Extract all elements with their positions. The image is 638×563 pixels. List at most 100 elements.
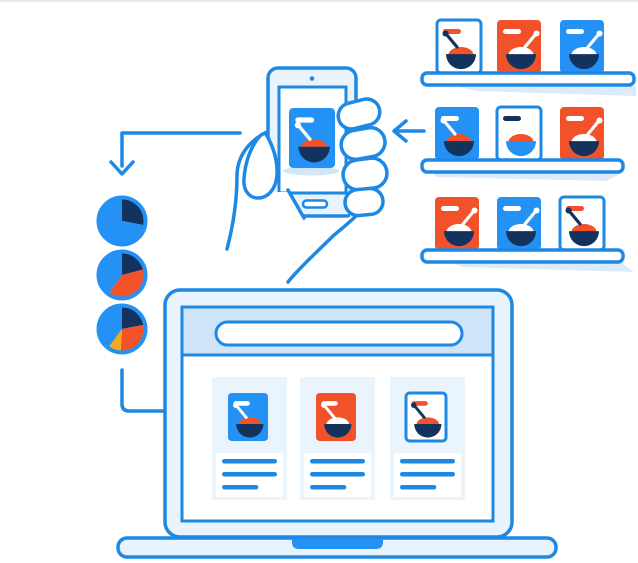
thumb: [242, 131, 279, 200]
cereal-mound: [508, 223, 534, 232]
browser-search-bar[interactable]: [214, 320, 464, 347]
bowl: [569, 231, 599, 247]
top-border-line: [0, 0, 638, 2]
product-card[interactable]: [390, 377, 465, 500]
phone-screen-product-card: [289, 108, 335, 168]
pie-charts: [96, 195, 148, 355]
bowl: [324, 423, 352, 438]
cereal-mound: [446, 223, 472, 232]
spoon-icon: [533, 207, 540, 214]
spoon-handle: [586, 33, 600, 49]
box-label-stripe: [503, 206, 521, 211]
spoon-icon: [411, 402, 417, 408]
shelf-2-boxes: [435, 105, 604, 162]
pie-slice-yellow: [108, 329, 122, 353]
spoon-icon: [596, 117, 603, 124]
cereal-mound: [571, 223, 597, 232]
spoon-handle: [235, 405, 248, 419]
shelf-3-board: [420, 248, 625, 264]
spoon-icon: [233, 402, 239, 408]
box-label-stripe: [441, 206, 459, 211]
cereal-mound: [508, 133, 534, 142]
bowl: [414, 423, 442, 438]
cereal-box: [228, 393, 268, 441]
spoon-icon: [440, 117, 447, 124]
pie-chart: [96, 195, 148, 247]
cereal-mound: [326, 417, 350, 425]
cereal-mound: [416, 417, 440, 425]
shelf-2-shadow: [435, 173, 622, 181]
card-text-line: [310, 459, 365, 464]
shelf-2: [420, 105, 625, 181]
bowl: [569, 141, 599, 157]
spoon-handle: [297, 125, 312, 141]
spoon-handle: [323, 405, 336, 419]
spoon-icon: [596, 30, 603, 37]
bowl: [506, 231, 536, 247]
cereal-box: [560, 107, 604, 160]
arrow-head-down-icon: [109, 160, 135, 176]
bowl: [506, 54, 536, 70]
cereal-box: [558, 195, 606, 252]
spoon-icon: [294, 121, 302, 129]
spoon-icon: [442, 30, 449, 37]
cereal-box: [404, 391, 448, 443]
cereal-box: [316, 393, 356, 441]
pie-slice-navy: [122, 305, 146, 329]
bowl: [569, 54, 599, 70]
card-text-line: [310, 472, 365, 477]
product-card[interactable]: [212, 377, 287, 500]
spoon-icon: [321, 402, 327, 408]
card-text-line: [400, 459, 455, 464]
card-text-line: [222, 485, 259, 490]
spoon-handle: [523, 33, 537, 49]
card-text-line: [400, 485, 437, 490]
cereal-box: [495, 105, 543, 162]
arrow-shelves-to-phone: [392, 119, 426, 143]
pie-slice-orange: [108, 269, 146, 299]
spoon-handle: [445, 33, 459, 49]
card-text-line: [400, 472, 455, 477]
palm-overlay-left: [266, 192, 304, 218]
cereal-mound: [446, 133, 472, 142]
cereal-box: [435, 18, 483, 75]
spoon-handle: [568, 210, 582, 226]
product-card[interactable]: [300, 377, 375, 500]
pie-ring: [96, 195, 148, 247]
bowl: [446, 54, 476, 70]
spoon-handle: [461, 210, 475, 226]
cereal-box: [560, 20, 604, 73]
arrow-phone-to-charts: [109, 131, 242, 176]
card-text-line: [222, 472, 277, 477]
cereal-box: [289, 108, 335, 168]
card-text-line: [310, 485, 347, 490]
cereal-mound: [508, 46, 534, 55]
phone-home-button: [301, 199, 329, 209]
box-label-stripe: [566, 29, 584, 34]
spoon-icon: [533, 30, 540, 37]
screen-card-shadow: [283, 166, 339, 176]
shelf-2-board: [420, 158, 625, 174]
spoon-handle: [586, 120, 600, 136]
bowl: [444, 231, 474, 247]
shelf-1: [420, 18, 636, 96]
bowl: [506, 141, 536, 157]
pie-slice-navy: [122, 197, 146, 226]
laptop: [116, 288, 558, 559]
cereal-mound: [571, 46, 597, 55]
spoon-handle: [443, 120, 457, 136]
product-card-grid: [212, 377, 465, 500]
arrow-line: [120, 131, 242, 168]
phone-camera-icon: [309, 76, 315, 81]
shelving-unit: [420, 18, 636, 272]
shelf-3: [420, 195, 634, 272]
cereal-mound: [301, 139, 328, 148]
finger-4: [343, 186, 385, 218]
cereal-box: [435, 107, 479, 160]
cereal-box: [497, 197, 541, 250]
spoon-icon: [565, 207, 572, 214]
smartphone: [266, 66, 358, 218]
box-label-stripe: [566, 116, 584, 121]
